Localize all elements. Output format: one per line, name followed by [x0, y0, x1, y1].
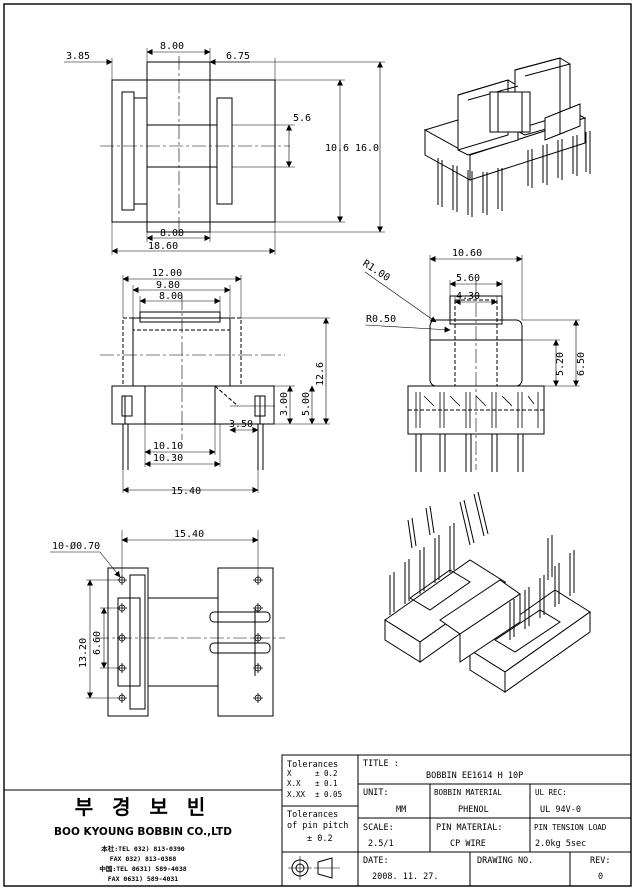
- title-label: TITLE :: [363, 759, 399, 769]
- front-view: [100, 275, 330, 493]
- dim-right-offset: 6.75: [226, 51, 250, 62]
- dim-outer-height: 16.0: [355, 143, 379, 154]
- dim-front-w6: 10.30: [153, 453, 183, 464]
- pin-layout-view: [50, 530, 285, 717]
- company-line-4: FAX 0631) 589-4031: [108, 875, 179, 883]
- tol-xxx-val: ± 0.05: [315, 790, 342, 799]
- pin-tension-label: PIN TENSION LOAD: [534, 823, 607, 832]
- date-label: DATE:: [363, 856, 389, 866]
- material-value: PHENOL: [458, 805, 489, 815]
- ul-label: UL REC:: [535, 788, 567, 797]
- tol-label: Tolerances: [287, 760, 338, 770]
- tol-xxx-key: X.XX: [287, 790, 306, 799]
- rev-label: REV:: [590, 856, 610, 866]
- tol-xx-val: ± 0.1: [315, 779, 338, 788]
- title-block: [3, 754, 632, 887]
- dim-pin-span: 15.40: [174, 529, 204, 540]
- dim-pin-total: 13.20: [78, 638, 89, 668]
- company-line-1: 本社:TEL 032) 813-0390: [101, 844, 185, 853]
- pin-material-value: CP WIRE: [450, 839, 486, 849]
- dim-side-r2: R0.50: [366, 314, 396, 325]
- ul-value: UL 94V-0: [540, 805, 581, 815]
- dim-side-w3: 4.30: [456, 291, 480, 302]
- dim-front-w4: 3.50: [229, 419, 253, 430]
- dim-front-pin-span: 15.40: [171, 486, 201, 497]
- dim-mid-height: 10.6: [325, 143, 349, 154]
- dim-pin-pitch: 6.60: [92, 631, 103, 655]
- material-label: BOBBIN MATERIAL: [434, 788, 502, 797]
- pin-pitch-label-1: Tolerances: [287, 810, 338, 820]
- side-view: [364, 255, 580, 472]
- company-logo: 부 경 보 빈: [75, 795, 212, 819]
- dim-bottom-width: 8.00: [160, 228, 184, 239]
- dim-side-h1: 5.20: [555, 352, 566, 376]
- unit-label: UNIT:: [363, 788, 389, 798]
- rev-value: 0: [598, 872, 603, 882]
- dim-side-w1: 10.60: [452, 248, 482, 259]
- dim-front-w1: 12.00: [152, 268, 182, 279]
- dim-pin-holes: 10-Ø0.70: [52, 540, 100, 552]
- company-line-3: 中国:TEL 0631) 589-4038: [99, 864, 186, 873]
- tol-xx-key: X.X: [287, 779, 301, 788]
- pin-material-label: PIN MATERIAL:: [436, 823, 503, 833]
- company-name: BOO KYOUNG BOBBIN CO.,LTD: [54, 826, 232, 838]
- dim-side-h2: 6.50: [576, 352, 587, 376]
- dim-front-h1: 3.00: [279, 392, 290, 416]
- company-line-2: FAX 032) 813-0388: [110, 855, 177, 863]
- date-value: 2008. 11. 27.: [372, 872, 439, 882]
- dim-side-w2: 5.60: [456, 273, 480, 284]
- pin-pitch-value: ± 0.2: [307, 834, 333, 844]
- dim-front-w2: 9.80: [156, 280, 180, 291]
- dim-overall-width: 18.60: [148, 241, 178, 252]
- title-value: BOBBIN EE1614 H 10P: [426, 771, 523, 781]
- scale-value: 2.5/1: [368, 839, 394, 849]
- dim-front-h2: 5.00: [301, 392, 312, 416]
- unit-value: MM: [396, 805, 406, 815]
- dim-front-w5: 10.10: [153, 441, 183, 452]
- dim-front-h3: 12.6: [315, 362, 326, 386]
- tol-x-key: X: [287, 769, 292, 778]
- pin-pitch-label-2: of pin pitch: [287, 821, 348, 831]
- drawing-no-label: DRAWING NO.: [477, 856, 533, 866]
- dim-front-w3: 8.00: [159, 291, 183, 302]
- isometric-view-top: [423, 57, 591, 217]
- isometric-view-bottom: [384, 491, 591, 693]
- dim-top-width: 8.00: [160, 41, 184, 52]
- tol-x-val: ± 0.2: [315, 769, 338, 778]
- top-view: [64, 48, 385, 255]
- dim-left-offset: 3.85: [66, 51, 90, 62]
- pin-tension-value: 2.0kg 5sec: [535, 839, 586, 849]
- scale-label: SCALE:: [363, 823, 394, 833]
- dim-inner-height: 5.6: [293, 113, 311, 124]
